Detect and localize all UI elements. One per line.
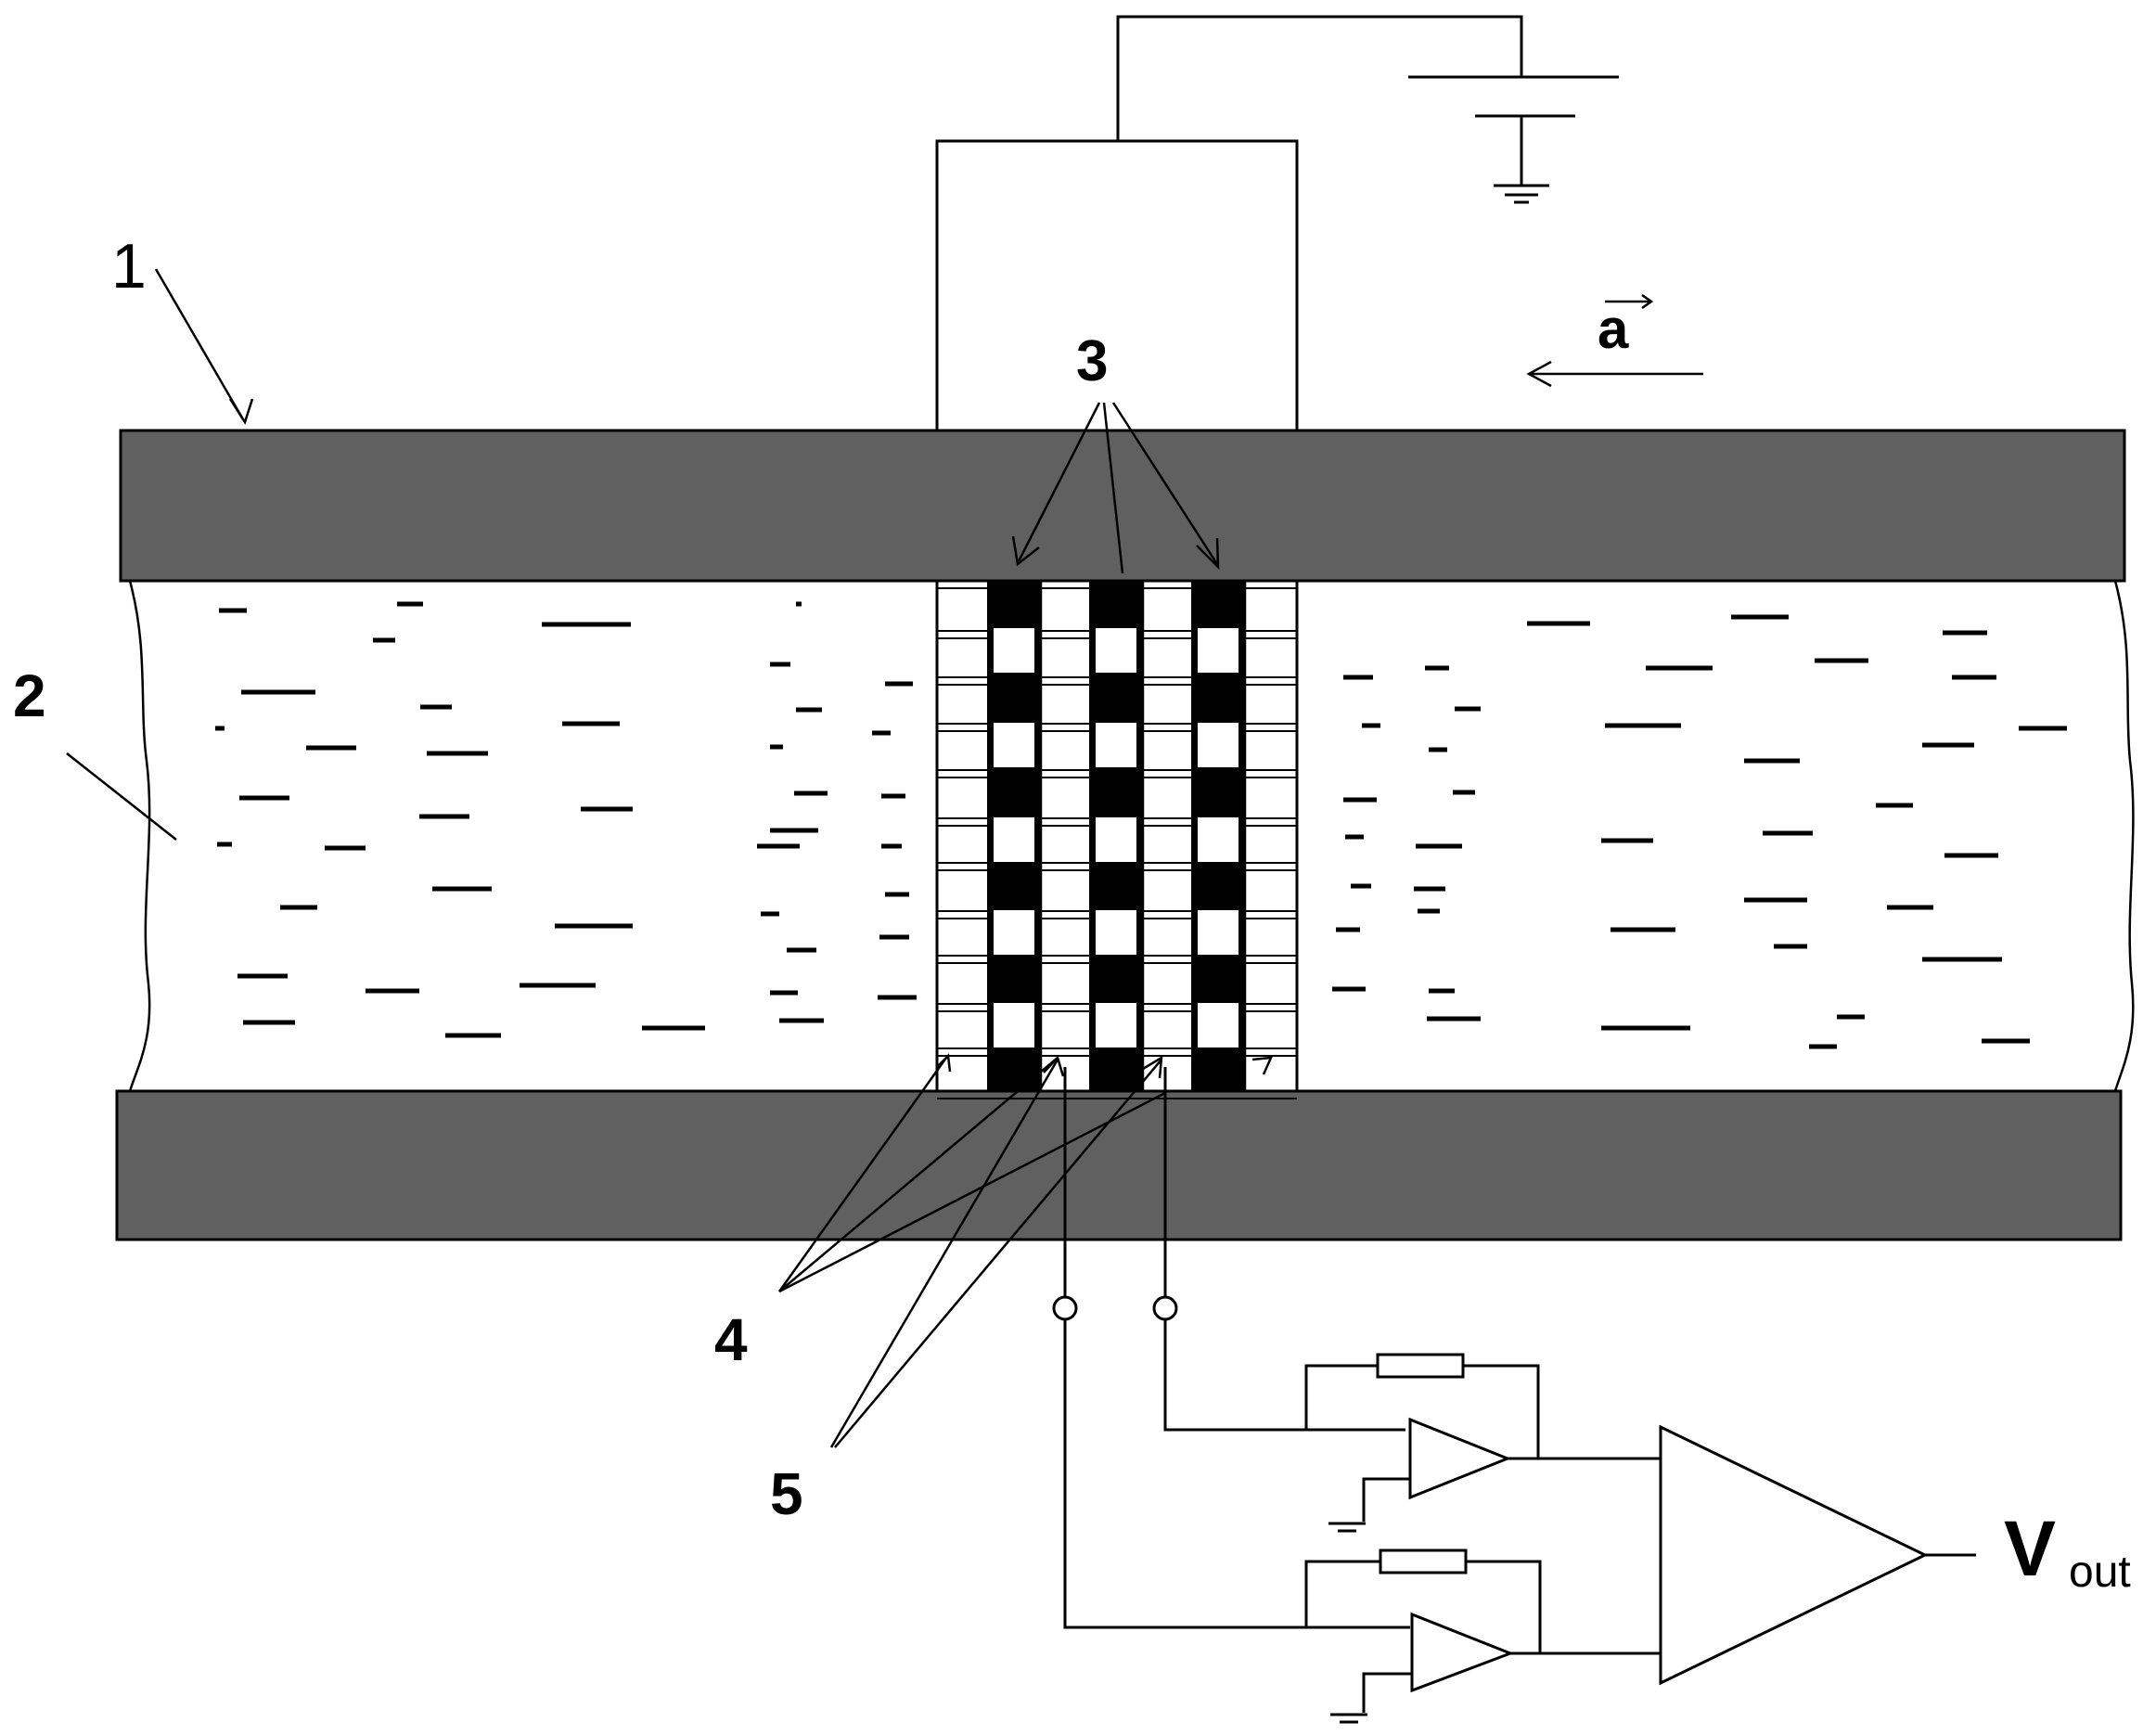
terminal-right bbox=[1152, 1295, 1178, 1321]
label-4: 4 bbox=[714, 1306, 748, 1373]
leader-3b bbox=[1102, 402, 1124, 574]
upper-ground-wire bbox=[1362, 1477, 1410, 1522]
leader-5a-arrowhead bbox=[1043, 1055, 1065, 1077]
leader-5a bbox=[829, 1059, 1059, 1448]
lower-feedback-resistor bbox=[1379, 1549, 1468, 1574]
differential-amplifier bbox=[1659, 1424, 1929, 1686]
leader-5b bbox=[834, 1059, 1162, 1448]
strip-window bbox=[1196, 721, 1240, 769]
bottom-wall bbox=[115, 1089, 2123, 1241]
strip-window bbox=[1094, 721, 1138, 769]
strip-window bbox=[992, 626, 1036, 675]
leader-5b-arrowhead bbox=[1142, 1055, 1163, 1079]
leader-2 bbox=[66, 752, 177, 841]
leader-3a bbox=[1017, 402, 1101, 562]
leader-3c-arrowhead bbox=[1196, 537, 1220, 571]
leader-4b bbox=[778, 1057, 1059, 1292]
upper-feedback-right bbox=[1463, 1364, 1540, 1459]
leader-4a bbox=[777, 1057, 948, 1292]
leader-3c bbox=[1111, 402, 1219, 565]
leader-4c-arrowhead bbox=[1251, 1056, 1274, 1075]
strip-window bbox=[1196, 908, 1240, 957]
leader-1 bbox=[154, 268, 245, 420]
strip-window bbox=[1196, 626, 1240, 675]
label-5: 5 bbox=[770, 1460, 803, 1527]
leader-1-arrowhead bbox=[228, 398, 254, 425]
upper-feedback-left bbox=[1304, 1364, 1378, 1430]
strip-window bbox=[992, 721, 1036, 769]
strip-window bbox=[992, 1001, 1036, 1049]
label-2: 2 bbox=[13, 662, 46, 729]
top-wall bbox=[119, 429, 2126, 583]
lower-input-wire bbox=[1063, 1319, 1410, 1629]
label-1: 1 bbox=[111, 231, 147, 302]
strip-window bbox=[992, 816, 1036, 864]
strip-window bbox=[1196, 816, 1240, 864]
upper-opamp bbox=[1408, 1417, 1512, 1500]
strip-window bbox=[1196, 1001, 1240, 1049]
leader-3a-arrowhead bbox=[1011, 535, 1040, 567]
strip-window bbox=[1094, 816, 1138, 864]
terminal-left bbox=[1052, 1295, 1078, 1321]
power-source bbox=[1116, 15, 1619, 204]
lower-opamp bbox=[1410, 1612, 1515, 1693]
upper-feedback-resistor bbox=[1376, 1353, 1465, 1379]
vector-bar-head bbox=[1641, 293, 1654, 310]
acceleration-label: a bbox=[1598, 298, 1629, 360]
leader-4c bbox=[778, 1091, 1166, 1293]
strip-window bbox=[992, 908, 1036, 957]
acceleration-arrowhead bbox=[1526, 360, 1552, 388]
label-3: 3 bbox=[1076, 329, 1108, 393]
lower-feedback-right bbox=[1466, 1560, 1542, 1653]
fluid-particles bbox=[215, 601, 2067, 1049]
lower-ground-wire bbox=[1362, 1672, 1412, 1713]
leader-lines bbox=[66, 268, 1703, 1448]
fluid-left-boundary bbox=[128, 580, 151, 1092]
strip-window bbox=[1094, 1001, 1138, 1049]
fluid-right-boundary bbox=[2113, 580, 2135, 1092]
strip-window bbox=[1094, 908, 1138, 957]
strip-window bbox=[1094, 626, 1138, 675]
output-label-sub: out bbox=[2069, 1548, 2131, 1597]
output-label-v: V bbox=[2004, 1505, 2056, 1592]
sensing-element-array bbox=[935, 580, 1299, 1099]
supply-wire bbox=[1116, 15, 1523, 141]
lower-feedback-left bbox=[1304, 1560, 1380, 1627]
leader-4a-arrowhead bbox=[936, 1053, 952, 1073]
upper-input-wire bbox=[1163, 1319, 1405, 1432]
readout-circuit bbox=[1052, 1067, 1976, 1724]
